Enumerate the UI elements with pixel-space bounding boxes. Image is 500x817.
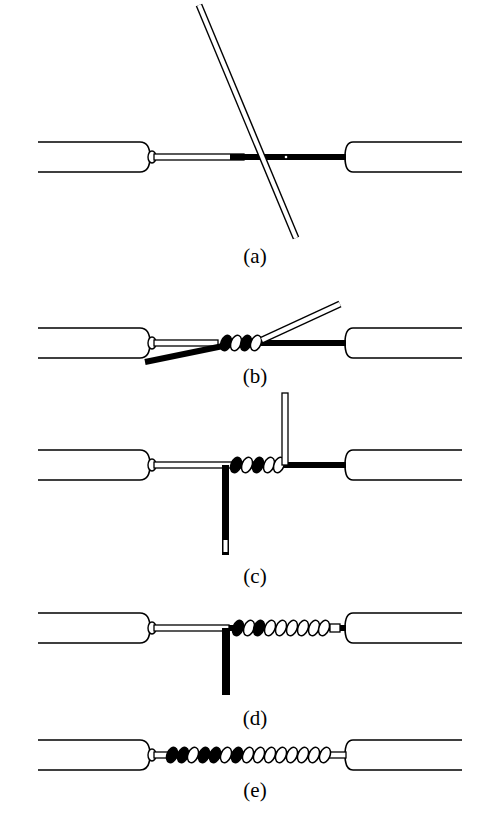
step-d-wires [38, 613, 462, 695]
step-c-wires [38, 393, 462, 555]
step-label: (c) [241, 566, 268, 587]
step-label: (a) [241, 246, 268, 267]
step-label: (d) [241, 708, 270, 729]
step-e-wires [38, 740, 462, 770]
step-a-wires [38, 5, 462, 238]
step-label: (e) [241, 780, 268, 801]
step-label: (b) [241, 366, 270, 387]
step-b-wires [38, 304, 462, 362]
